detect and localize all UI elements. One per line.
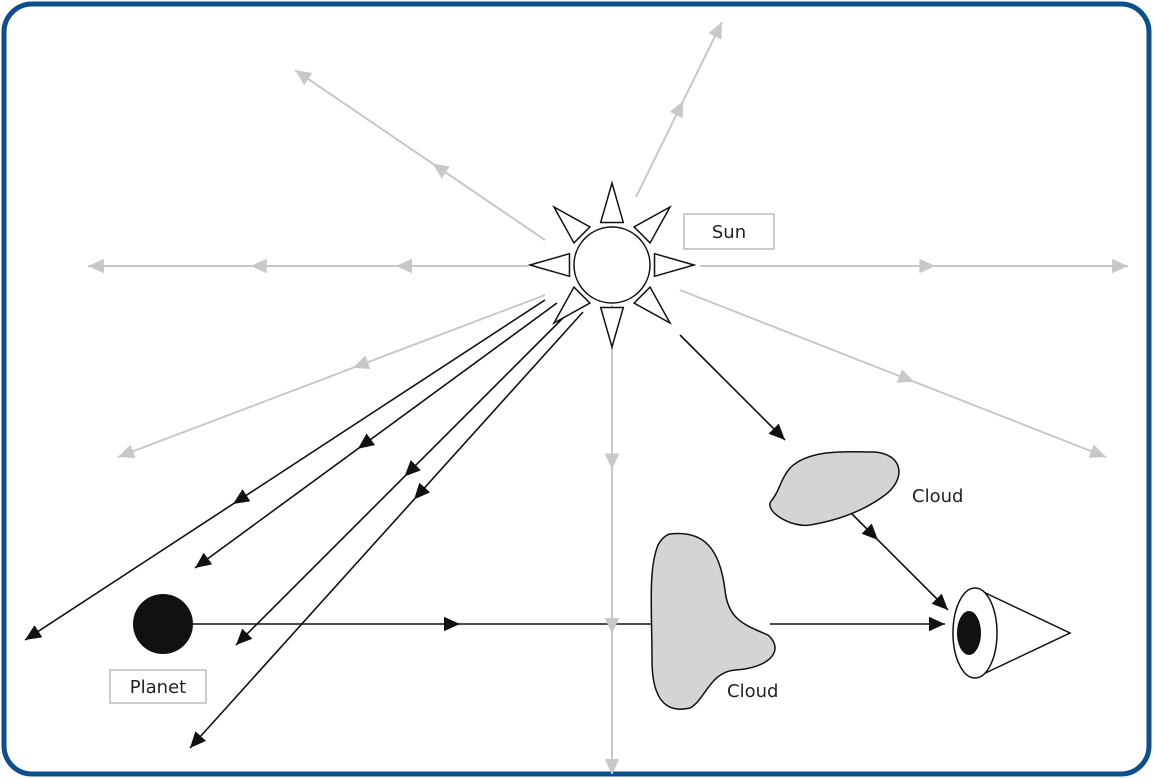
arrowhead bbox=[295, 70, 313, 85]
light-ray bbox=[294, 69, 546, 241]
arrowhead bbox=[432, 163, 450, 179]
cloud-label-lower: Cloud bbox=[727, 681, 778, 702]
light-ray bbox=[189, 311, 584, 749]
sun-spike bbox=[552, 205, 592, 245]
arrowhead bbox=[250, 258, 267, 274]
arrowhead bbox=[414, 482, 431, 500]
arrowhead bbox=[352, 355, 371, 369]
arrowhead bbox=[604, 618, 620, 634]
arrowhead bbox=[396, 258, 412, 274]
arrowhead bbox=[118, 444, 136, 459]
planet-label-box bbox=[109, 669, 207, 704]
arrowhead bbox=[88, 258, 104, 274]
sun-label-box bbox=[683, 213, 775, 250]
arrowhead bbox=[768, 423, 785, 440]
sun-icon bbox=[527, 180, 697, 350]
arrowhead bbox=[708, 22, 722, 40]
light-ray bbox=[847, 509, 949, 611]
sun-spike bbox=[599, 180, 625, 224]
arrowhead bbox=[236, 628, 253, 645]
arrowhead bbox=[669, 100, 684, 119]
sun-spike bbox=[527, 252, 571, 278]
cloud-label-upper: Cloud bbox=[912, 486, 963, 507]
arrowhead bbox=[195, 552, 213, 568]
sun-spike bbox=[632, 205, 672, 245]
planet-label: Planet bbox=[130, 677, 186, 698]
arrowhead bbox=[25, 625, 43, 640]
arrowhead bbox=[233, 489, 251, 504]
arrowhead bbox=[929, 616, 945, 632]
arrowhead bbox=[931, 593, 948, 610]
faint-rays bbox=[88, 21, 1128, 774]
light-ray bbox=[679, 334, 786, 441]
arrowheads bbox=[25, 22, 1128, 774]
arrowhead bbox=[357, 433, 376, 449]
arrowhead bbox=[861, 523, 878, 540]
cloud-icon bbox=[650, 532, 776, 710]
sun-spike bbox=[552, 285, 592, 325]
arrowhead bbox=[1112, 258, 1128, 274]
arrowhead bbox=[919, 258, 936, 274]
arrowhead bbox=[604, 759, 620, 774]
arrowhead bbox=[444, 616, 460, 632]
light-ray bbox=[679, 289, 1107, 458]
sun-label: Sun bbox=[712, 222, 746, 243]
light-ray bbox=[117, 294, 546, 458]
sun-spike bbox=[599, 306, 625, 350]
light-ray bbox=[194, 302, 558, 569]
light-ray bbox=[24, 299, 546, 641]
arrowhead bbox=[190, 731, 207, 748]
arrowhead bbox=[896, 369, 915, 383]
arrowhead bbox=[1088, 444, 1106, 458]
sun-spike bbox=[653, 252, 697, 278]
sun-spike bbox=[632, 285, 672, 325]
cloud-icon bbox=[769, 450, 900, 527]
eye-icon bbox=[952, 587, 1072, 679]
arrowhead bbox=[604, 453, 620, 470]
arrowhead bbox=[404, 460, 421, 477]
planet-icon bbox=[133, 594, 193, 654]
